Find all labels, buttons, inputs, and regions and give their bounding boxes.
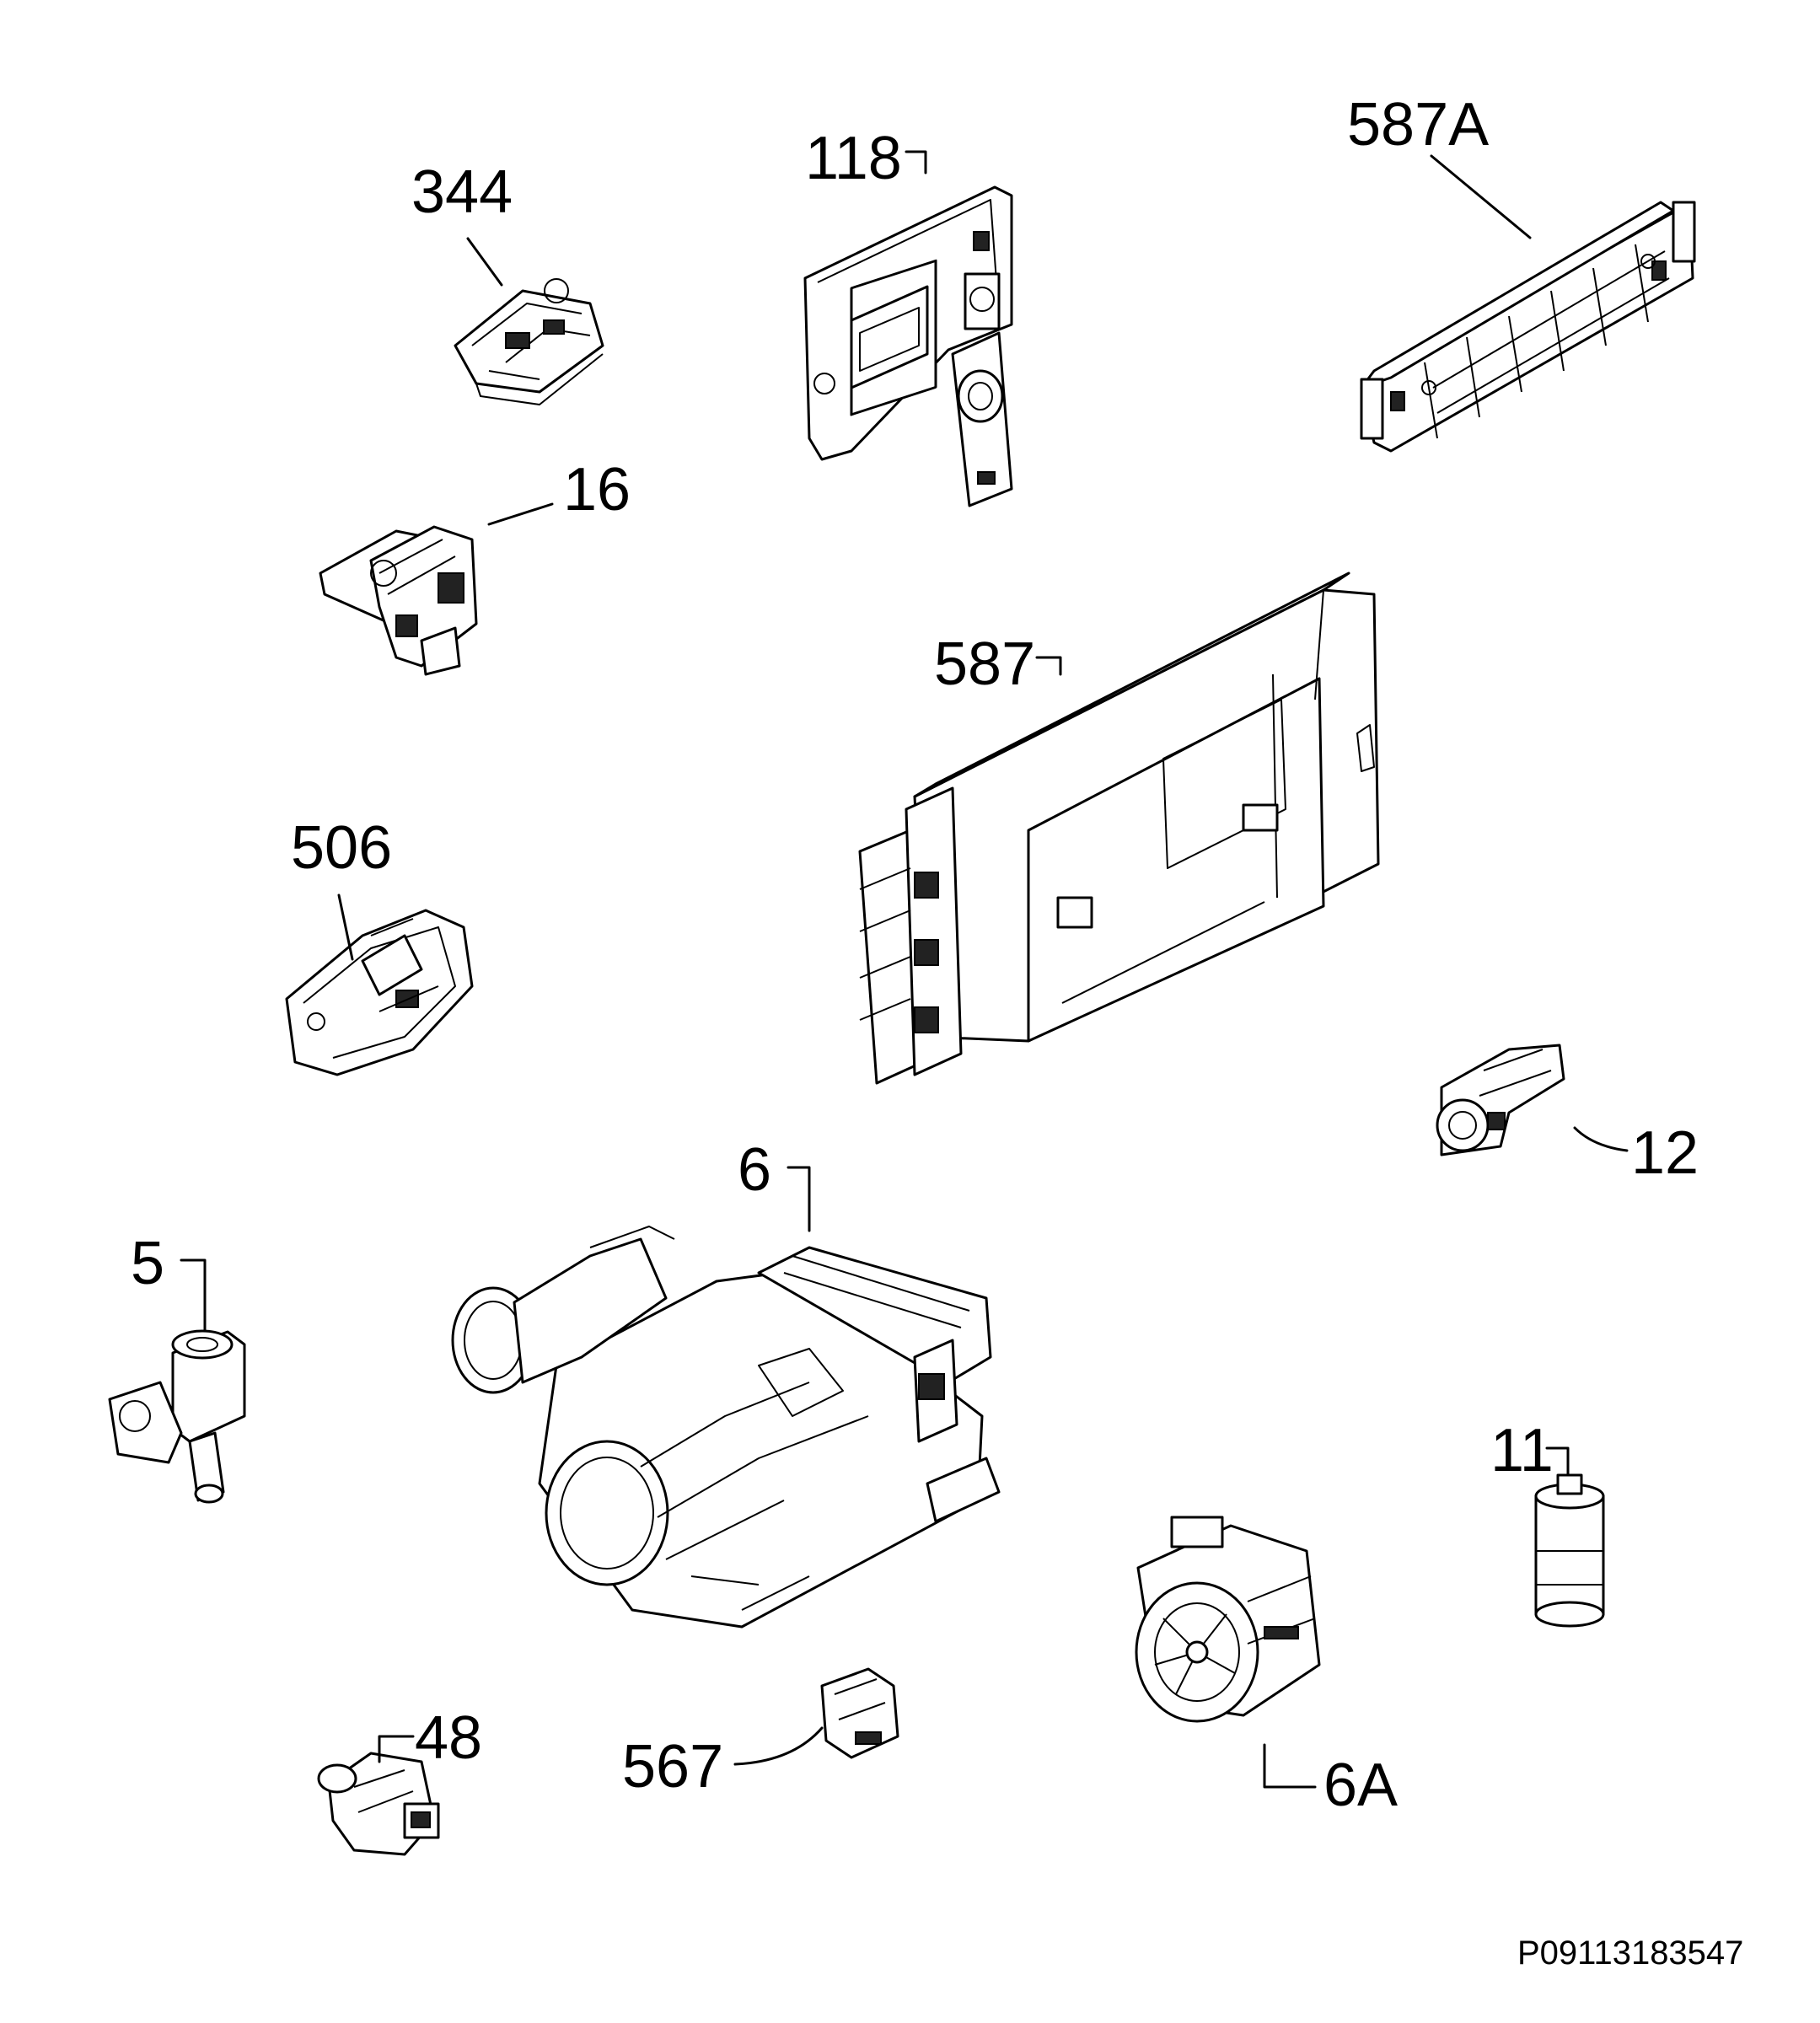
label-12: 12 — [1631, 1119, 1699, 1187]
part-567 — [820, 1667, 899, 1759]
label-5: 5 — [131, 1230, 164, 1297]
drawing-code: P09113183547 — [1517, 1934, 1743, 1972]
leader-11 — [1545, 1446, 1570, 1477]
part-344 — [454, 278, 604, 405]
leader-6A — [1263, 1743, 1317, 1789]
part-118 — [803, 185, 1013, 507]
label-48: 48 — [415, 1704, 482, 1772]
part-6 — [451, 1226, 1001, 1629]
part-506 — [285, 909, 474, 1076]
part-11 — [1534, 1473, 1605, 1628]
part-5 — [108, 1329, 246, 1504]
part-587 — [858, 571, 1380, 1085]
leader-506 — [337, 893, 354, 961]
label-16: 16 — [563, 456, 631, 523]
label-587A: 587A — [1347, 91, 1489, 158]
leader-118 — [905, 150, 927, 174]
leader-587A — [1430, 154, 1532, 239]
label-506: 506 — [291, 814, 392, 882]
part-16 — [319, 525, 478, 676]
label-344: 344 — [411, 158, 513, 226]
leader-16 — [487, 502, 554, 526]
label-567: 567 — [622, 1733, 723, 1800]
label-118: 118 — [805, 125, 902, 192]
label-11: 11 — [1490, 1417, 1554, 1484]
leader-587 — [1035, 656, 1062, 676]
part-6A — [1135, 1516, 1321, 1723]
leader-48 — [378, 1735, 415, 1763]
leader-567 — [733, 1726, 824, 1766]
leader-12 — [1573, 1126, 1629, 1152]
label-587: 587 — [934, 631, 1035, 698]
label-6: 6 — [738, 1136, 771, 1204]
part-587A — [1360, 201, 1696, 453]
leader-344 — [466, 237, 503, 287]
part-12 — [1436, 1044, 1565, 1156]
leader-6 — [787, 1166, 811, 1232]
leader-5 — [180, 1258, 207, 1332]
label-6A: 6A — [1323, 1752, 1398, 1819]
